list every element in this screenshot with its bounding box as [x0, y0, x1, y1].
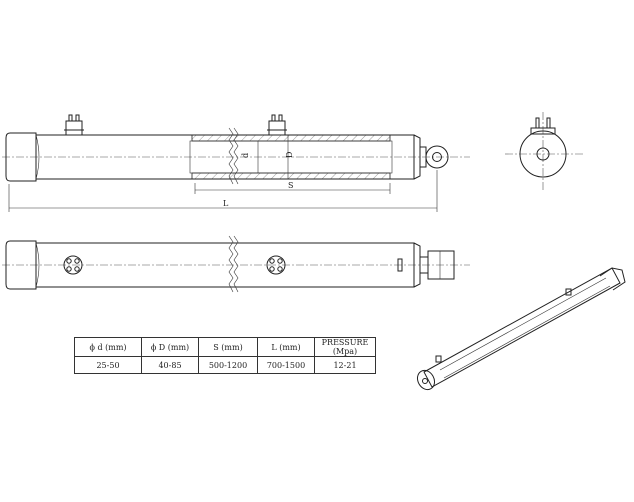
plan-view [2, 235, 470, 293]
header-pressure: PRESSURE (Mpa) [314, 337, 376, 357]
spec-table-value-row: 25-50 40-85 500-1200 700-1500 12-21 [74, 356, 376, 374]
value-stroke: 500-1200 [198, 356, 258, 374]
header-rod-diameter: ϕ d (mm) [74, 337, 142, 357]
value-rod-diameter: 25-50 [74, 356, 142, 374]
end-view [505, 112, 585, 192]
spec-table: ϕ d (mm) ϕ D (mm) S (mm) L (mm) PRESSURE… [74, 337, 376, 374]
port-fitting-left [64, 114, 84, 136]
spec-table-header-row: ϕ d (mm) ϕ D (mm) S (mm) L (mm) PRESSURE… [74, 337, 376, 357]
side-view-section: d D S L [2, 114, 470, 212]
port-fitting-right [267, 114, 287, 136]
header-bore-diameter: ϕ D (mm) [141, 337, 199, 357]
port-boss-right [266, 255, 286, 275]
value-bore-diameter: 40-85 [141, 356, 199, 374]
header-stroke: S (mm) [198, 337, 258, 357]
port-boss-left [63, 255, 83, 275]
stroke-label: S [288, 181, 293, 190]
length-label: L [223, 199, 229, 208]
value-pressure: 12-21 [314, 356, 376, 374]
value-length: 700-1500 [257, 356, 315, 374]
header-length: L (mm) [257, 337, 315, 357]
rod-diameter-label: d [241, 153, 250, 158]
bore-diameter-label: D [285, 152, 294, 158]
isometric-view [416, 267, 626, 391]
